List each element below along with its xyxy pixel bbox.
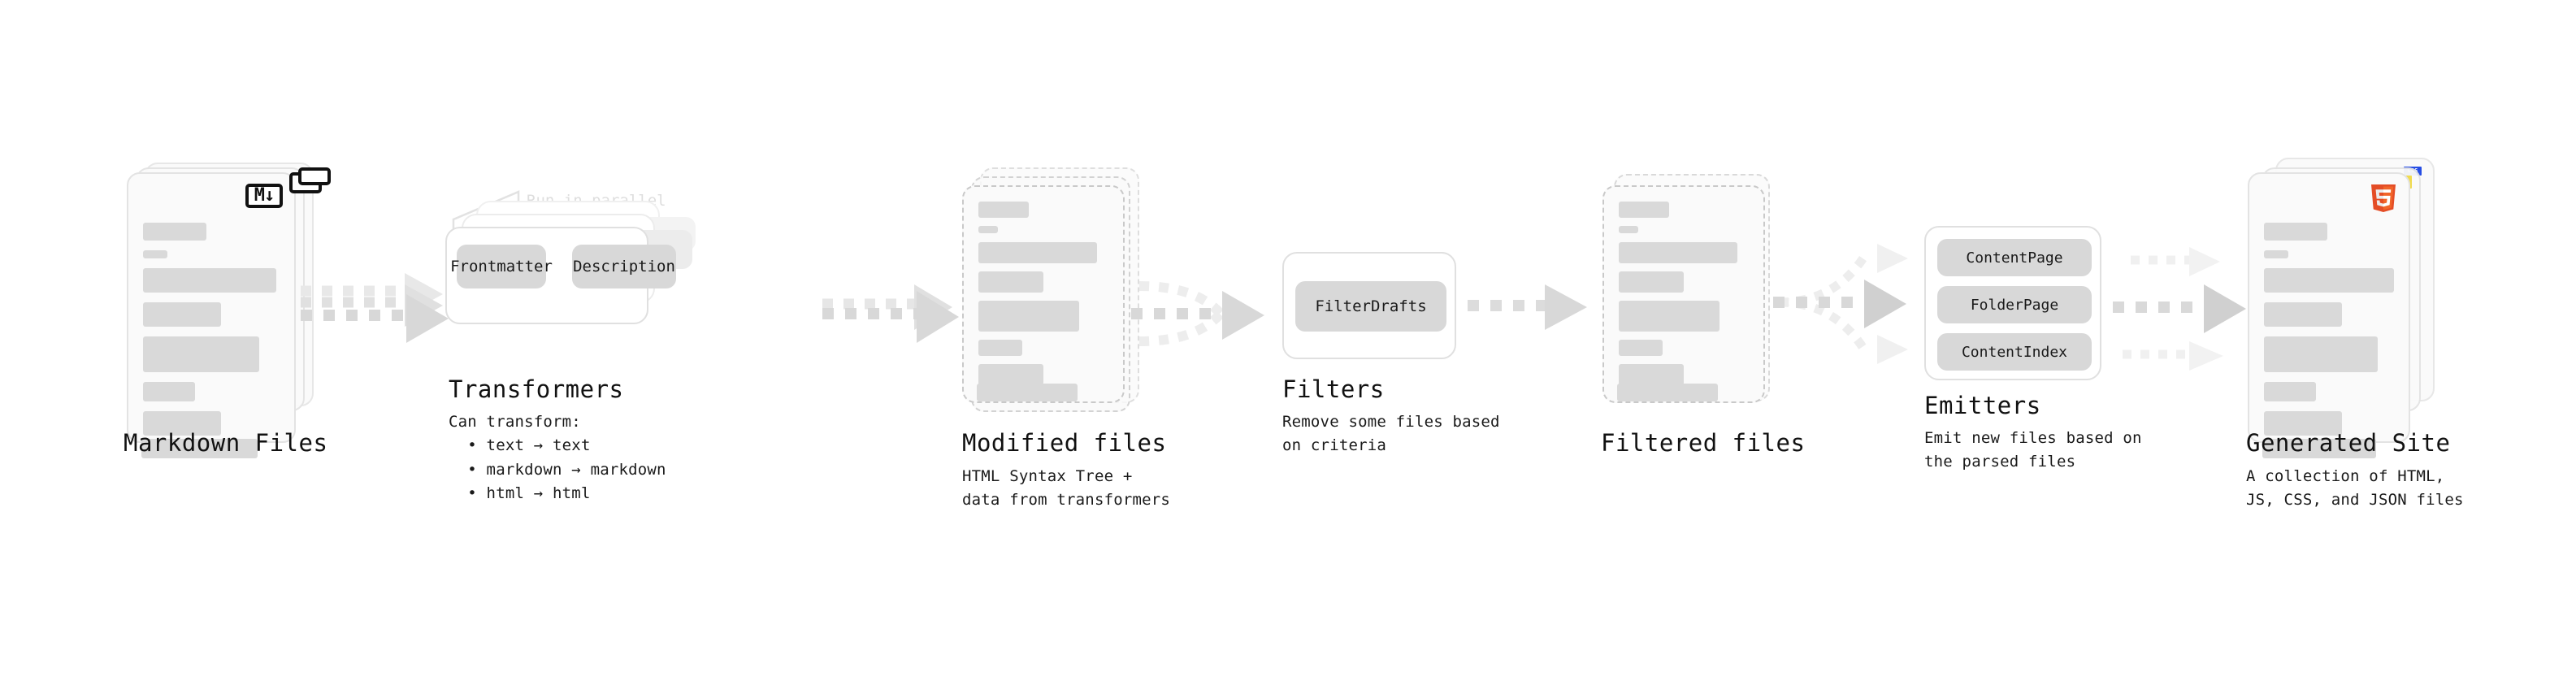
skeleton-row <box>2262 439 2376 458</box>
chip-frontmatter[interactable]: Frontmatter <box>450 245 553 288</box>
skeleton-row <box>2264 411 2342 436</box>
skeleton-row <box>143 336 259 372</box>
skeleton-row <box>978 202 1029 218</box>
chip-filterdrafts-label: FilterDrafts <box>1315 297 1427 315</box>
skeleton-row <box>141 439 258 458</box>
skeleton-row <box>143 302 221 327</box>
skeleton-row <box>2264 250 2288 258</box>
emitters-title: Emitters <box>1924 392 2041 419</box>
skeleton-row <box>978 271 1043 293</box>
chip-contentpage[interactable]: ContentPage <box>1937 239 2092 276</box>
chip-contentpage-label: ContentPage <box>1966 249 2063 267</box>
skeleton-row <box>978 301 1079 332</box>
chip-frontmatter-label: Frontmatter <box>450 258 553 275</box>
connector-modified-to-filters <box>1131 281 1264 346</box>
chip-folderpage-label: FolderPage <box>1970 296 2059 314</box>
skeleton-row <box>1619 202 1669 218</box>
skeleton-row <box>1619 226 1638 233</box>
chip-description-label: Description <box>573 258 675 275</box>
connector-transformers-to-modified <box>822 284 959 343</box>
skeleton-row <box>2264 223 2327 241</box>
skeleton-row <box>143 223 206 241</box>
skeleton-row <box>1619 340 1663 356</box>
skeleton-row <box>143 250 167 258</box>
filters-subtitle: Remove some files based on criteria <box>1282 413 1500 455</box>
skeleton-row <box>1617 384 1718 401</box>
chip-description[interactable]: Description <box>572 245 676 288</box>
connector-filters-to-filtered <box>1468 284 1587 330</box>
filtered-files-title: Filtered files <box>1601 429 1806 457</box>
skeleton-row <box>143 382 195 401</box>
modified-files-title: Modified files <box>962 429 1167 457</box>
document-card-front <box>2248 172 2410 443</box>
skeleton-row <box>1619 364 1684 385</box>
skeleton-row <box>978 364 1043 385</box>
markdown-icon-back-2: M <box>298 167 331 185</box>
modified-files-subtitle: HTML Syntax Tree + data from transformer… <box>962 467 1171 510</box>
markdown-files-title: Markdown Files <box>124 429 328 457</box>
skeleton-row <box>1619 242 1737 263</box>
skeleton-row <box>2264 336 2378 372</box>
connector-emitters-to-site <box>2113 247 2246 371</box>
skeleton-row <box>2264 302 2342 327</box>
skeleton-row <box>1619 301 1720 332</box>
skeleton-row <box>978 226 998 233</box>
chip-filterdrafts[interactable]: FilterDrafts <box>1295 281 1446 332</box>
skeleton-row <box>978 242 1097 263</box>
chip-folderpage[interactable]: FolderPage <box>1937 286 2092 323</box>
chip-contentindex-label: ContentIndex <box>1961 343 2068 361</box>
generated-site-title: Generated Site <box>2246 429 2451 457</box>
transformers-title: Transformers <box>449 375 624 403</box>
skeleton-row <box>977 384 1078 401</box>
skeleton-row <box>978 340 1022 356</box>
emitters-subtitle: Emit new files based on the parsed files <box>1924 429 2142 471</box>
filters-group-box[interactable]: FilterDrafts <box>1282 252 1456 359</box>
filters-title: Filters <box>1282 375 1385 403</box>
skeleton-row <box>1619 271 1684 293</box>
emitters-group-box[interactable]: ContentPage FolderPage ContentIndex <box>1924 226 2101 380</box>
document-card-front <box>962 185 1125 403</box>
skeleton-row <box>143 268 276 293</box>
markdown-icon: M↓ <box>245 184 283 208</box>
transformers-subtitle: Can transform: • text → text • markdown … <box>449 413 666 503</box>
markdown-icon-label: M↓ <box>254 185 275 206</box>
skeleton-row <box>2264 268 2394 293</box>
chip-contentindex[interactable]: ContentIndex <box>1937 333 2092 371</box>
skeleton-row <box>2264 382 2316 401</box>
connector-filtered-to-emitters <box>1773 244 1908 364</box>
generated-site-subtitle: A collection of HTML, JS, CSS, and JSON … <box>2246 467 2464 510</box>
skeleton-row <box>143 411 221 436</box>
html5-icon <box>2370 184 2396 212</box>
document-card-front: M↓ <box>127 172 296 443</box>
document-card-front <box>1602 185 1765 403</box>
